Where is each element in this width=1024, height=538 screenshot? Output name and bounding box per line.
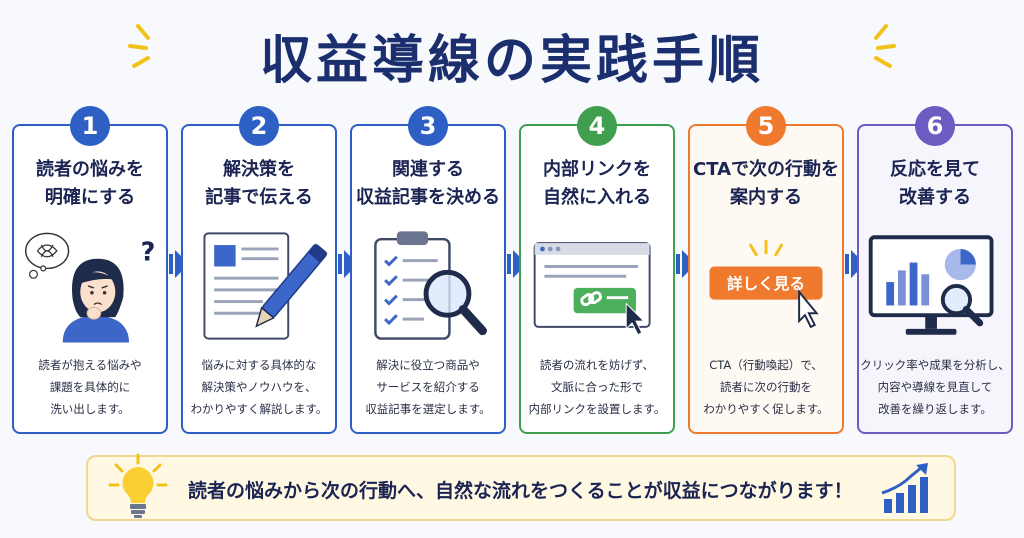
browser-link-icon [533,242,651,336]
step-card-1: 1 読者の悩みを 明確にする ? 読者が抱える悩みや 課題を具体的に 洗い出しま… [12,106,168,434]
step-number-badge: 6 [915,106,955,146]
sparkle-left-icon [128,24,150,68]
arrow-right-icon [169,250,189,278]
step-card-2: 2 解決策を 記事で伝える 悩みに対する具体的な 解決策やノウハウを、 わかりや… [181,106,337,434]
clipboard-magnifier-icon [374,231,487,340]
monitor-chart-icon [868,235,994,335]
step-card-6: 6 反応を見て 改善する クリック率や成果を分析し、 内容や導線を見直して 改善… [857,106,1013,434]
growth-chart-icon [881,463,928,513]
sparkle-right-icon [874,24,896,68]
arrow-right-icon [338,250,358,278]
cta-button: 詳しく見る [727,274,805,293]
step-title: 反応を見て 改善する [890,159,980,208]
lightbulb-icon [108,453,168,518]
step-number-badge: 2 [239,106,279,146]
page-title: 収益導線の実践手順 [259,31,764,91]
step-card-5: 5 CTAで次の行動を 案内する 詳しく見る CTA（行動喚起）で、 読者に次の… [688,106,844,434]
summary-text: 読者の悩みから次の行動へ、自然な流れをつくることが収益につながります！ [188,480,853,502]
arrow-right-icon [507,250,527,278]
cta-button-cursor-icon: 詳しく見る [709,239,823,329]
step-description: 解決に役立つ商品や サービスを紹介する 収益記事を選定します。 [365,358,491,416]
step-description: 悩みに対する具体的な 解決策やノウハウを、 わかりやすく解説します。 [190,358,328,416]
svg-text:?: ? [141,237,156,267]
step-card-3: 3 関連する 収益記事を決める 解決に役立つ商品や サービスを紹介する 収益記事… [350,106,506,434]
step-title: 解決策を 記事で伝える [205,159,313,208]
step-number-badge: 1 [70,106,110,146]
arrow-right-icon [676,250,696,278]
summary-banner: 読者の悩みから次の行動へ、自然な流れをつくることが収益につながります！ [86,453,956,521]
step-number-badge: 4 [577,106,617,146]
document-pen-icon [203,232,328,340]
step-title: 関連する 収益記事を決める [356,159,500,208]
step-number-badge: 3 [408,106,448,146]
arrow-right-icon [845,250,865,278]
step-title: CTAで次の行動を 案内する [692,159,840,208]
step-description: クリック率や成果を分析し、 内容や導線を見直して 改善を繰り返します。 [860,358,1010,416]
step-description: CTA（行動喚起）で、 読者に次の行動を わかりやすく促します。 [703,358,829,416]
worried-reader-icon: ? [24,232,156,343]
step-number-badge: 5 [746,106,786,146]
step-title: 読者の悩みを 明確にする [36,159,144,208]
step-description: 読者の流れを妨げず、 文脈に合った形で 内部リンクを設置します。 [528,358,666,416]
step-card-4: 4 内部リンクを 自然に入れる 読者の流れを妨げず、 文脈に合った形で 内部リン… [519,106,675,434]
step-title: 内部リンクを 自然に入れる [543,159,651,208]
step-description: 読者が抱える悩みや 課題を具体的に 洗い出します。 [38,358,142,416]
